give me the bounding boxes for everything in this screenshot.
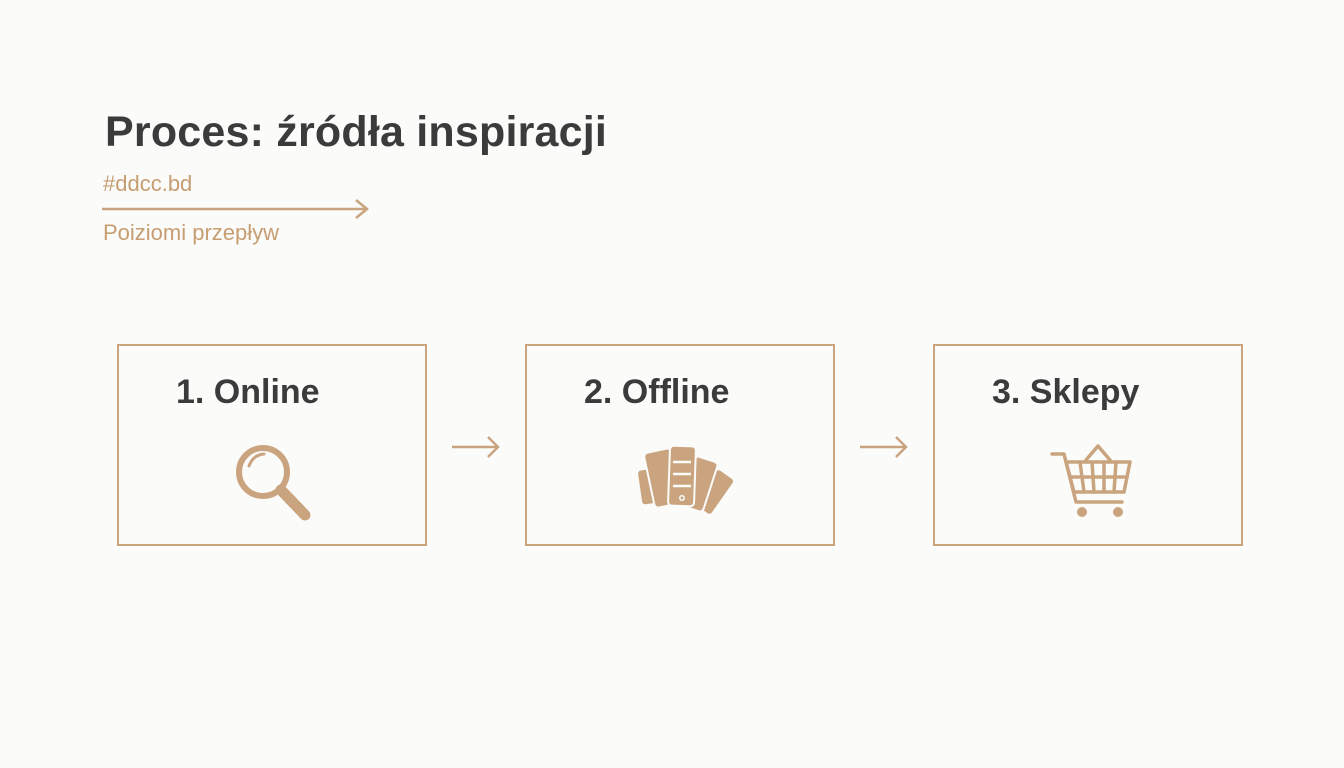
flow-arrow-icon	[452, 436, 500, 458]
step-online-box: 1. Online	[117, 344, 427, 546]
step-sklepy-box: 3. Sklepy	[933, 344, 1243, 546]
magnifying-glass-icon	[236, 445, 311, 521]
shopping-cart-icon	[1050, 444, 1132, 517]
legend-arrow-icon	[102, 199, 369, 219]
legend-label: Poiziomi przepływ	[103, 220, 280, 245]
legend-color-code: #ddcc.bd	[103, 171, 193, 196]
step-online-title: 1. Online	[176, 373, 320, 411]
flow-arrow-icon	[860, 436, 908, 458]
diagram-title: Proces: źródła inspiracji	[105, 108, 608, 156]
step-offline-box: 2. Offline	[525, 344, 835, 546]
color-swatches-icon	[636, 444, 736, 516]
step-sklepy-title: 3. Sklepy	[992, 373, 1140, 411]
step-offline-title: 2. Offline	[584, 373, 730, 411]
